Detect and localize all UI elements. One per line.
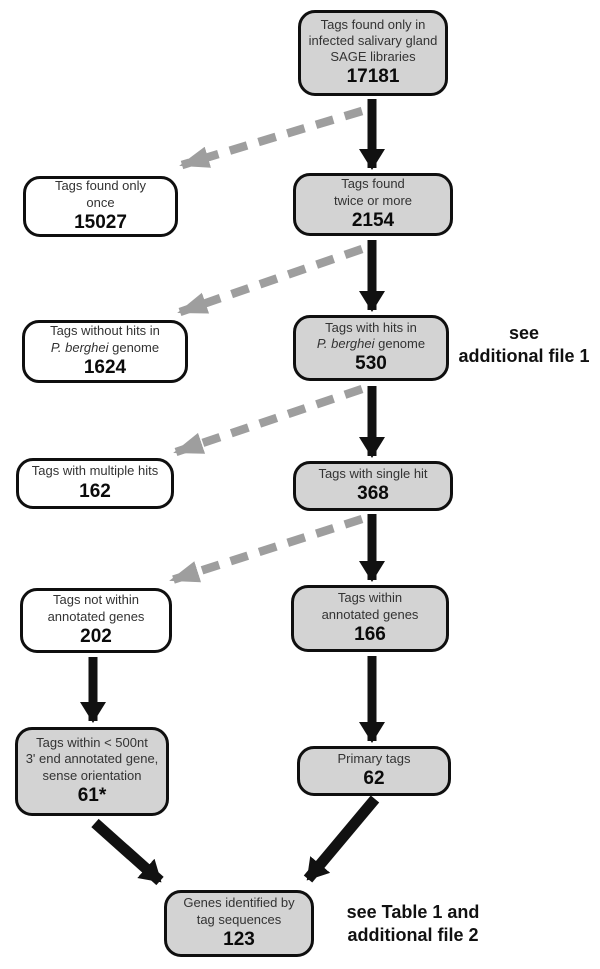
box-text: annotated genes [321, 606, 419, 622]
box-text: Tags within [337, 590, 403, 606]
box-count: 368 [357, 483, 389, 505]
box-text: annotated genes [47, 608, 145, 624]
box-text: Tags with hits in [325, 319, 417, 335]
box-count: 2154 [351, 209, 395, 231]
box-count: 15027 [74, 211, 127, 233]
box-text: P. berghei genome [317, 336, 425, 352]
box-text: P. berghei genome [51, 340, 159, 356]
arrow-primary-to-genes [303, 795, 380, 883]
box-count: 162 [79, 480, 111, 502]
species-name: P. berghei [50, 339, 109, 355]
box-text: Tags not within [53, 592, 139, 608]
box-count: 530 [355, 353, 387, 375]
box-within-annotated-genes: Tags within annotated genes 166 [291, 585, 449, 652]
box-near-3prime-end: Tags within < 500nt 3' end annotated gen… [15, 727, 169, 816]
box-count: 202 [80, 625, 112, 647]
box-text: Tags within < 500nt [36, 735, 148, 751]
box-outside-annotated-genes: Tags not within annotated genes 202 [20, 588, 172, 653]
box-text: twice or more [333, 192, 413, 208]
note-text: additional file 2 [347, 925, 479, 946]
box-text: Tags found [341, 176, 405, 192]
box-text: sense orientation [42, 767, 142, 783]
box-no-genome-hits: Tags without hits in P. berghei genome 1… [22, 320, 188, 383]
box-text: Tags found only in [320, 16, 426, 32]
dashed-arrow-hits-to-multiple [173, 384, 364, 457]
box-text: 3' end annotated gene, [25, 751, 159, 767]
box-genes-identified: Genes identified by tag sequences 123 [164, 890, 314, 957]
box-repeated-tags: Tags found twice or more 2154 [293, 173, 453, 236]
note-text: additional file 1 [458, 346, 590, 367]
note-additional-file-1: see additional file 1 [448, 322, 600, 369]
species-name: P. berghei [316, 336, 375, 352]
box-text: SAGE libraries [330, 49, 416, 65]
box-count: 61* [77, 784, 107, 806]
box-text: Tags found only [54, 178, 147, 194]
arrow-near3-to-genes [91, 818, 164, 886]
box-text: Genes identified by [183, 895, 295, 911]
box-count: 1624 [83, 356, 127, 378]
box-singleton-tags: Tags found only once 15027 [23, 176, 178, 237]
box-text: Tags with single hit [318, 465, 428, 481]
box-total-tags: Tags found only in infected salivary gla… [298, 10, 448, 96]
box-text: infected salivary gland [308, 32, 438, 48]
box-text: tag sequences [196, 911, 282, 927]
box-text: Primary tags [337, 750, 411, 766]
box-count: 166 [354, 623, 386, 645]
box-text: genome [108, 339, 160, 355]
note-table-1-additional-file-2: see Table 1 and additional file 2 [333, 901, 493, 948]
box-count: 17181 [346, 66, 400, 88]
box-genome-hits: Tags with hits in P. berghei genome 530 [293, 315, 449, 381]
box-single-hit: Tags with single hit 368 [293, 461, 453, 511]
box-primary-tags: Primary tags 62 [297, 746, 451, 796]
note-text: see Table 1 and [346, 902, 480, 922]
box-multiple-hits: Tags with multiple hits 162 [16, 458, 174, 509]
dashed-arrow-total-to-once [179, 106, 364, 170]
box-text: once [86, 194, 115, 210]
dashed-arrow-single-to-outside [169, 514, 364, 585]
box-text: Tags with multiple hits [31, 463, 159, 479]
box-count: 62 [363, 768, 385, 790]
dashed-arrow-twice-to-nohits [177, 244, 364, 317]
box-text: genome [374, 336, 426, 352]
box-text: Tags without hits in [50, 323, 160, 339]
box-count: 123 [223, 928, 255, 950]
note-text: see [508, 323, 540, 343]
